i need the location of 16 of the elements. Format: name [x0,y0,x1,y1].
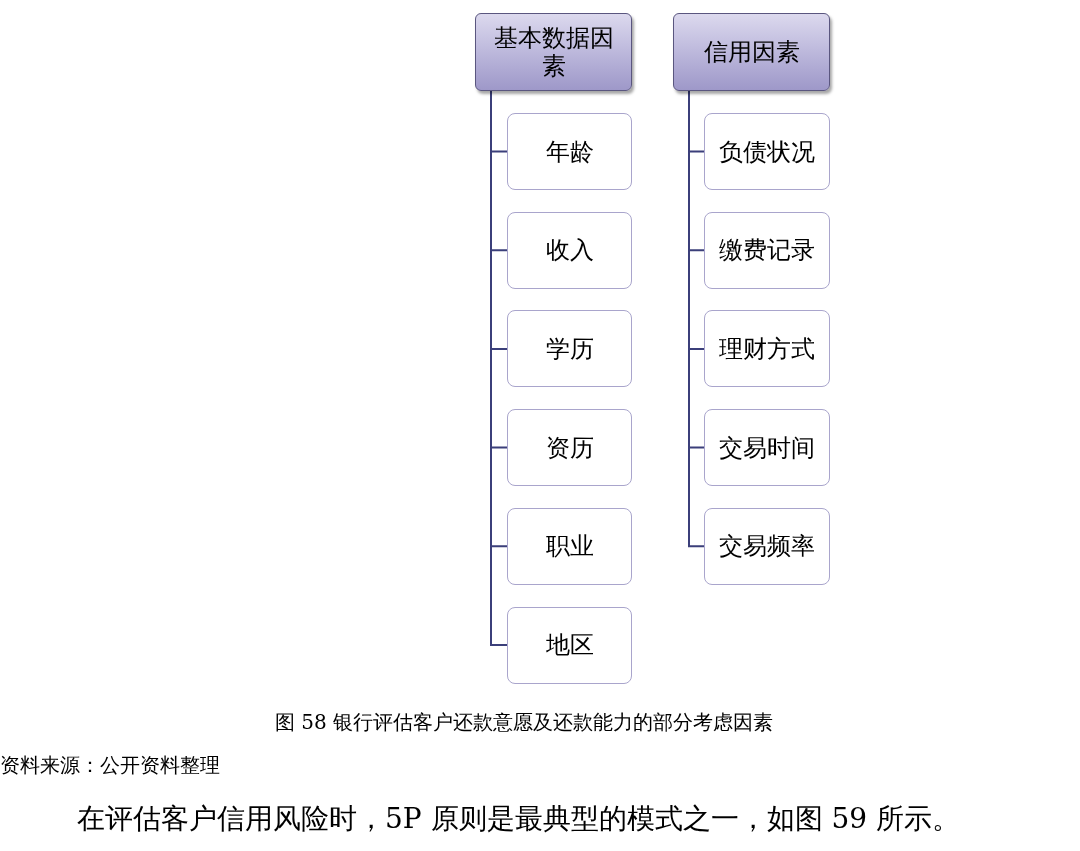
factor-box: 资历 [507,409,632,487]
factor-box: 缴费记录 [704,211,830,289]
factor-box: 交易时间 [704,409,830,487]
category-box: 基本数据因素 [475,13,632,91]
factor-box: 收入 [507,211,632,289]
category-box: 信用因素 [673,13,830,91]
source-note: 资料来源：公开资料整理 [0,752,220,779]
body-paragraph: 在评估客户信用风险时，5P 原则是最典型的模式之一，如图 59 所示。 [77,801,960,837]
factor-box: 理财方式 [704,310,830,388]
factor-box: 负债状况 [704,113,830,190]
factor-box: 学历 [507,310,632,388]
factor-box: 年龄 [507,113,632,190]
factor-box: 交易频率 [704,507,830,585]
figure-caption: 图 58 银行评估客户还款意愿及还款能力的部分考虑因素 [275,709,774,736]
factor-box: 地区 [507,606,632,684]
factor-box: 职业 [507,507,632,585]
